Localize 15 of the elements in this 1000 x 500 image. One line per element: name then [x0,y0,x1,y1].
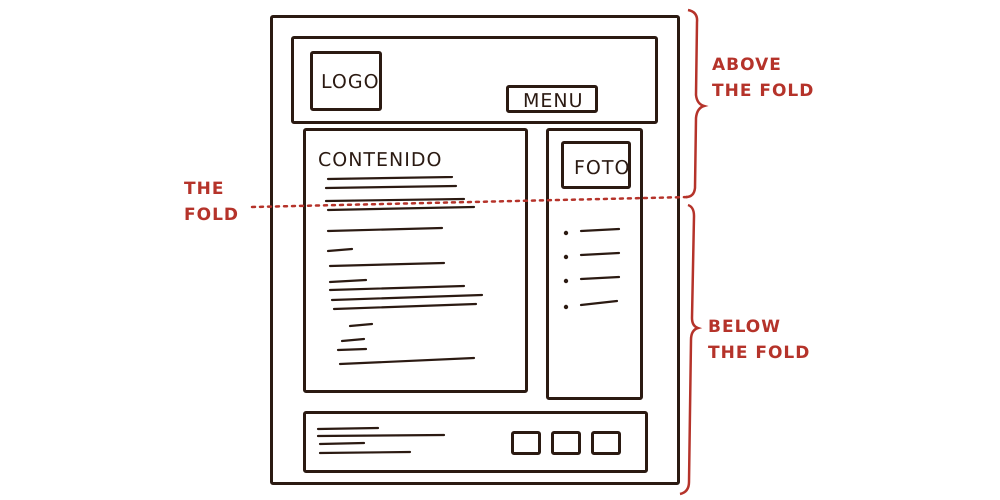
page-frame [270,15,680,485]
footer-bar [303,411,648,473]
wireframe-box: FOTO [561,141,631,189]
annotation-label: THE FOLD [184,178,240,227]
content-panel [303,128,528,393]
annotation-label: ABOVE THE FOLD [712,54,816,103]
sidebar-panel [546,128,643,400]
icon-placeholder [551,431,581,455]
wireframe-box: LOGO [310,51,382,111]
header-bar [291,36,658,124]
icon-placeholder [591,431,621,455]
icon-placeholder [511,431,541,455]
menu-button: MENU [506,85,598,113]
section-heading: CONTENIDO [318,149,442,171]
annotation-label: BELOW THE FOLD [708,316,812,365]
